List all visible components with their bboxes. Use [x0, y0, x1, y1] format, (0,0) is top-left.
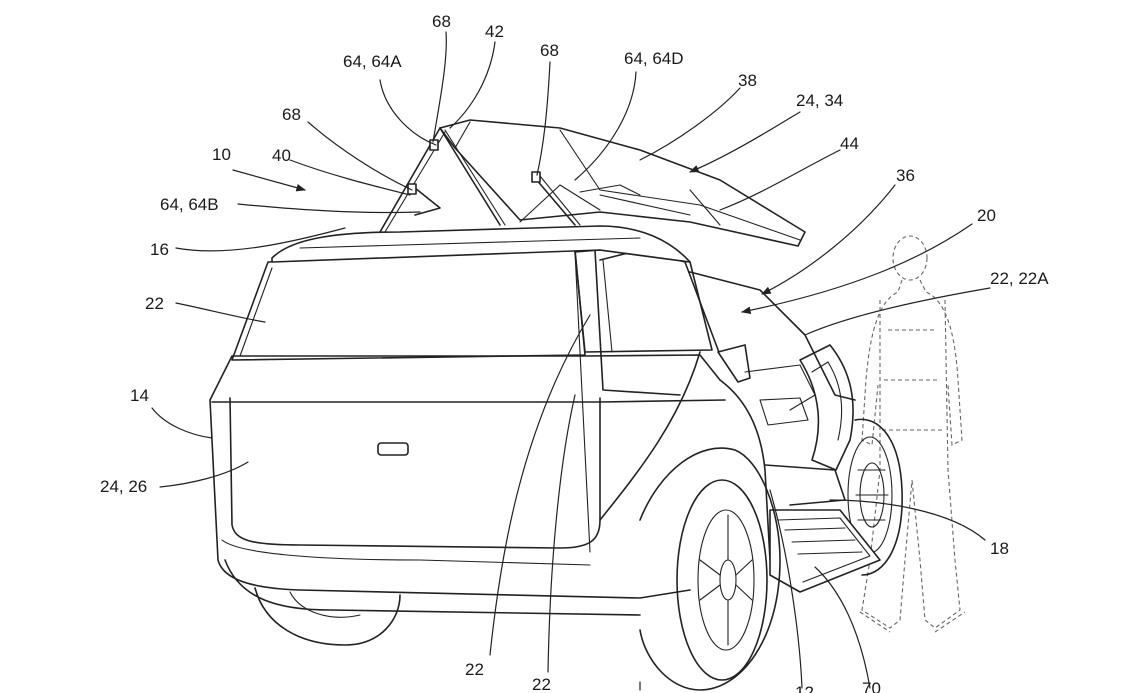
label-36: 36: [896, 166, 915, 185]
vehicle-body: [209, 249, 856, 616]
label-24-34: 24, 34: [796, 91, 843, 110]
rear-wheel-left: [254, 587, 401, 646]
label-22-left: 22: [145, 294, 164, 313]
far-rear-wheel: [847, 418, 903, 576]
label-10: 10: [212, 145, 231, 164]
label-14: 14: [130, 386, 149, 405]
actuator-struts: [379, 127, 601, 233]
rear-wheel-near: [639, 447, 781, 691]
label-22-22a: 22, 22A: [990, 269, 1049, 288]
person-outline: [859, 235, 966, 633]
reference-numerals: 68 42 68 64, 64D 64, 64A 38 24, 34 68 44…: [100, 12, 1049, 693]
label-38: 38: [738, 71, 757, 90]
label-44: 44: [840, 134, 859, 153]
roof-spoiler: [271, 225, 691, 263]
label-64-64d: 64, 64D: [624, 49, 684, 68]
label-22-bottom-2: 22: [532, 675, 551, 693]
label-70: 70: [862, 679, 881, 693]
label-24-26: 24, 26: [100, 477, 147, 496]
label-68-middle: 68: [540, 41, 559, 60]
running-board: [769, 509, 881, 593]
label-68-top: 68: [432, 12, 451, 31]
label-12: 12: [795, 683, 814, 693]
label-64-64a: 64, 64A: [343, 52, 402, 71]
side-door-open: [799, 344, 854, 471]
label-16: 16: [150, 240, 169, 259]
label-64-64b: 64, 64B: [160, 195, 219, 214]
label-68-left: 68: [282, 105, 301, 124]
label-20: 20: [977, 206, 996, 225]
leader-lines: [151, 31, 991, 691]
label-42: 42: [485, 22, 504, 41]
label-40: 40: [272, 146, 291, 165]
label-18: 18: [990, 539, 1009, 558]
label-22-bottom-1: 22: [465, 660, 484, 679]
